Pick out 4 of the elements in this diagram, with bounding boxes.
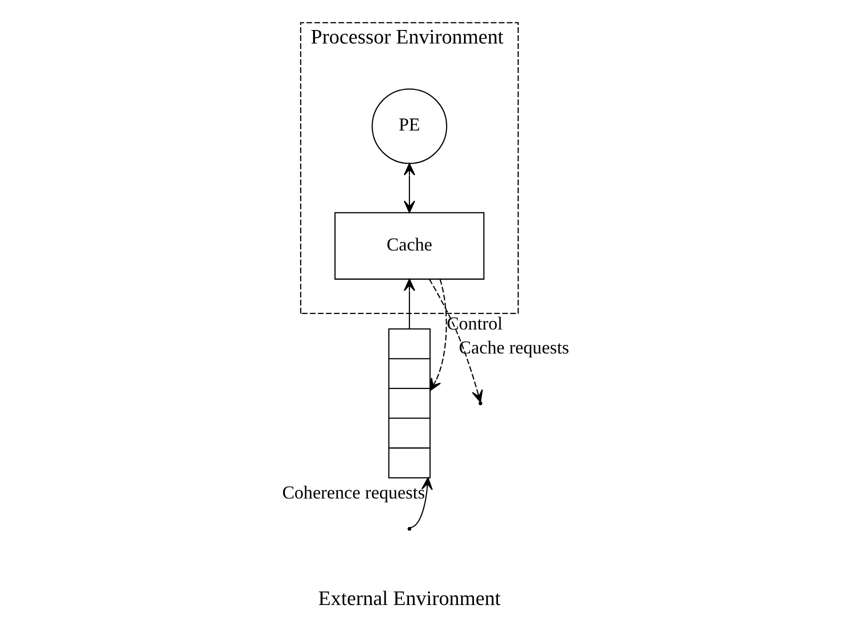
edge-label: Control: [446, 314, 503, 334]
edge-label: Cache requests: [458, 337, 570, 358]
label: External Environment: [318, 588, 501, 610]
edge-label: Coherence requests: [282, 482, 425, 503]
